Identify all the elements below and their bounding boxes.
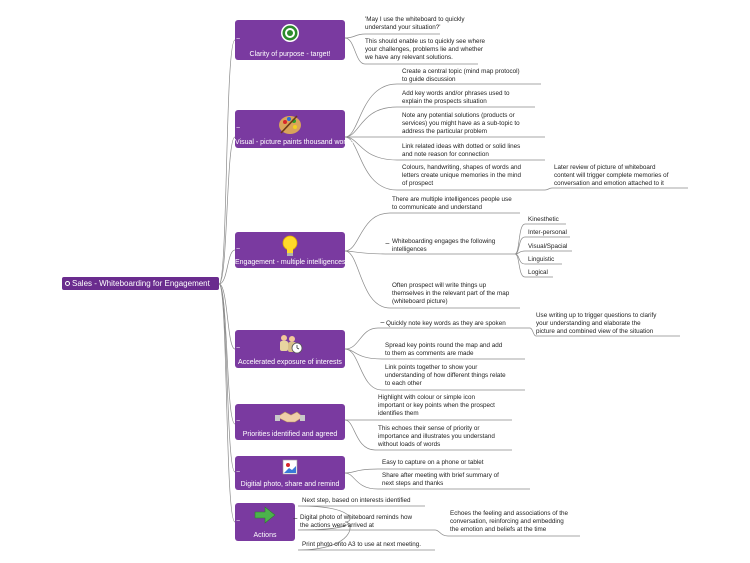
handshake-icon (275, 411, 305, 423)
intelligence-item: Logical (528, 269, 548, 276)
branch-actions[interactable]: − Actions (235, 503, 295, 541)
central-topic[interactable]: Sales - Whiteboarding for Engagement (62, 277, 219, 290)
collapse-toggle-icon[interactable]: − (380, 318, 385, 327)
note-text: Echoes the feeling and associations of t… (450, 510, 568, 534)
branch-accelerated[interactable]: − Accelerated exposure of interests (235, 330, 345, 368)
central-topic-label: Sales - Whiteboarding for Engagement (72, 279, 210, 288)
branch-visual[interactable]: − Visual - picture paints thousand words (235, 110, 354, 148)
collapse-toggle-icon[interactable]: − (236, 125, 241, 132)
note-text: Print photo onto A3 to use at next meeti… (302, 541, 422, 548)
target-icon (281, 24, 299, 42)
note-text: Note any potential solutions (products o… (402, 112, 520, 136)
note-text: Next step, based on interests identified (302, 497, 411, 504)
branch-label: Actions (253, 532, 277, 539)
intelligence-item: Inter-personal (528, 229, 567, 236)
note-text: Use writing up to trigger questions to c… (536, 312, 657, 336)
note-text: This should enable us to quickly see whe… (365, 38, 486, 62)
collapse-toggle-icon[interactable]: − (236, 345, 241, 352)
note-text: There are multiple intelligences people … (392, 196, 512, 212)
note-text: Share after meeting with brief summary o… (382, 472, 499, 488)
people-clock-icon (280, 335, 303, 354)
branch-label: Digitial photo, share and remind (240, 481, 340, 488)
branch-label: Engagement - multiple intelligences (235, 259, 346, 266)
collapse-toggle-icon[interactable] (65, 281, 70, 287)
branch-label: Priorities identified and agreed (242, 431, 338, 438)
collapse-toggle-icon[interactable]: − (236, 36, 241, 43)
branch-label: Visual - picture paints thousand words (235, 139, 354, 146)
collapse-toggle-icon[interactable]: − (236, 418, 241, 425)
note-text: Colours, handwriting, shapes of words an… (402, 164, 522, 188)
note-text: Quickly note key words as they are spoke… (386, 320, 506, 327)
collapse-toggle-icon[interactable]: − (385, 239, 390, 248)
collapse-toggle-icon[interactable]: − (236, 469, 241, 476)
arrow-right-icon (254, 506, 276, 524)
branch-clarity[interactable]: − Clarity of purpose - target! (235, 20, 345, 60)
note-text: Create a central topic (mind map protoco… (402, 68, 520, 84)
branch-engagement[interactable]: − Engagement - multiple intelligences (235, 232, 346, 268)
branch-label: Clarity of purpose - target! (249, 51, 331, 58)
branch-priorities[interactable]: − Priorities identified and agreed (235, 404, 345, 440)
intelligence-item: Linguistic (528, 256, 555, 263)
lightbulb-icon (282, 235, 298, 256)
paint-palette-icon (279, 115, 301, 134)
photo-icon (282, 459, 298, 475)
collapse-toggle-icon[interactable]: − (293, 514, 298, 523)
branch-label: Accelerated exposure of interests (238, 359, 342, 366)
collapse-toggle-icon[interactable]: − (236, 518, 241, 525)
intelligence-item: Visual/Spacial (528, 243, 568, 250)
intelligence-item: Kinesthetic (528, 216, 559, 223)
note-text: Link related ideas with dotted or solid … (402, 143, 521, 159)
branch-photo[interactable]: − Digitial photo, share and remind (235, 456, 345, 490)
collapse-toggle-icon[interactable]: − (236, 246, 241, 253)
note-text: Easy to capture on a phone or tablet (382, 459, 484, 466)
